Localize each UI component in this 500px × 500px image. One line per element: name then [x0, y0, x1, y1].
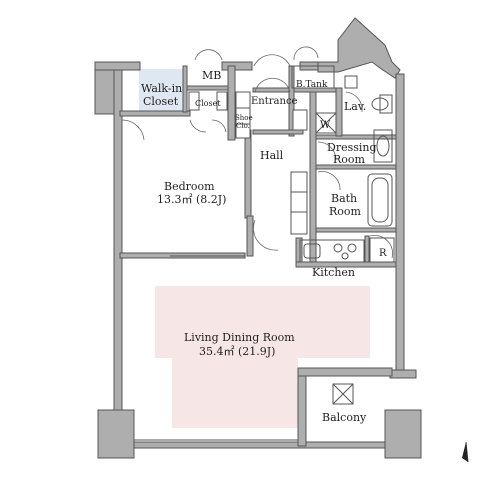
label-shoe-1: Shoe	[235, 114, 253, 122]
label-ldk-2: 35.4㎡ (21.9J)	[199, 345, 275, 358]
exterior-walls	[94, 17, 422, 459]
label-kitchen: Kitchen	[312, 266, 355, 279]
fixtures	[134, 65, 395, 441]
closet-shelves	[188, 91, 308, 235]
label-bath-1: Bath	[331, 192, 357, 205]
label-dressing-2: Room	[333, 153, 366, 166]
label-shoe-2: Clo.	[236, 122, 250, 130]
label-mb: MB	[202, 69, 221, 82]
label-r: R	[379, 248, 387, 259]
walkin-highlight	[139, 69, 183, 111]
label-w: W	[320, 120, 331, 131]
label-bath-2: Room	[329, 205, 362, 218]
door-swings	[121, 46, 393, 259]
label-balcony: Balcony	[322, 411, 367, 424]
label-dressing-1: Dressing	[327, 141, 377, 154]
label-walkin-1: Walk-in	[141, 82, 182, 95]
label-lav: Lav.	[344, 100, 366, 113]
label-bedroom-1: Bedroom	[164, 180, 215, 193]
label-walkin-2: Closet	[143, 95, 179, 108]
ldk-highlight	[155, 286, 370, 428]
label-entrance: Entrance	[251, 96, 298, 107]
north-arrow-icon	[462, 441, 469, 463]
room-labels: MB Walk-in Closet Closet Shoe Clo. Entra…	[141, 69, 387, 424]
label-hall: Hall	[260, 149, 284, 162]
label-btank: B.Tank	[296, 80, 328, 90]
label-bedroom-2: 13.3㎡ (8.2J)	[157, 193, 226, 206]
label-closet: Closet	[195, 99, 221, 108]
label-ldk-1: Living Dining Room	[184, 331, 295, 344]
